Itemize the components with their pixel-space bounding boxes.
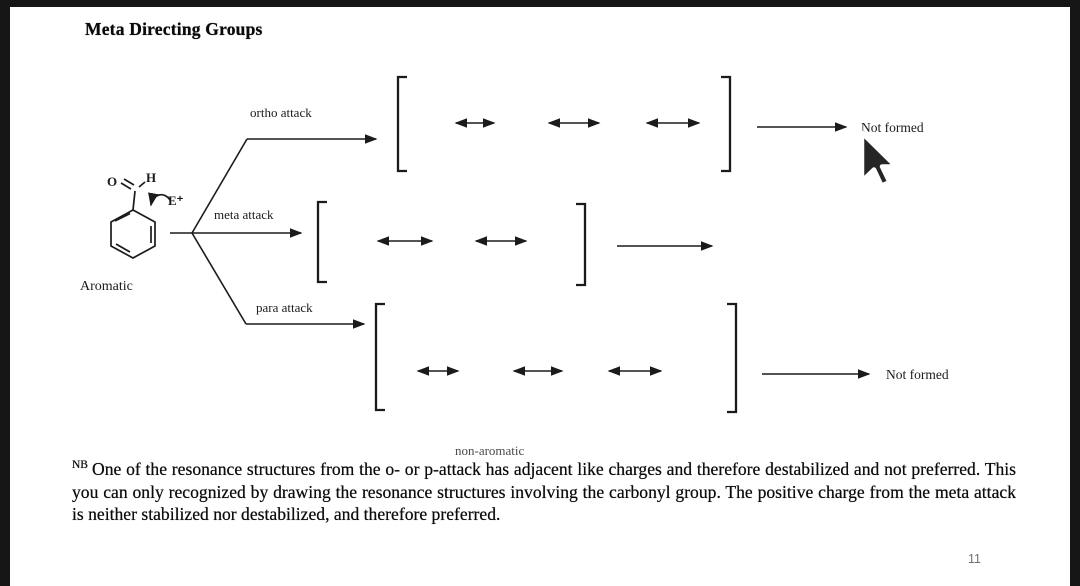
electrophile-curved-arrow: [148, 192, 171, 207]
ortho-left-bracket: [396, 75, 407, 173]
carbonyl-double-bond: [123, 178, 135, 186]
non-aromatic-label: non-aromatic: [455, 443, 525, 458]
oxygen-atom-label: O: [107, 174, 117, 189]
page-title: Meta Directing Groups: [85, 19, 263, 39]
hydrogen-atom-label: H: [146, 170, 156, 185]
mouse-cursor: [859, 130, 899, 188]
page-number: 11: [968, 552, 981, 566]
electrophile-label: E⁺: [168, 193, 184, 208]
ortho-branch-diagonal: [191, 138, 248, 234]
carbonyl-stem-bond: [132, 190, 136, 211]
product-arrows: [617, 122, 871, 379]
para-outcome-label: Not formed: [886, 367, 949, 382]
ortho-attack-label: ortho attack: [250, 105, 312, 120]
ortho-outcome-label: Not formed: [861, 120, 924, 135]
benzaldehyde-structure: [110, 178, 171, 259]
ring-double-bond: [114, 212, 131, 222]
carbonyl-double-bond: [120, 182, 132, 190]
resonance-brackets: [316, 75, 738, 414]
para-attack-label: para attack: [256, 300, 313, 315]
ortho-right-bracket: [721, 75, 732, 173]
cursor-arrow-icon: [859, 130, 899, 188]
para-left-bracket: [374, 302, 385, 412]
note-text: One of the resonance structures from the…: [72, 459, 1016, 525]
reaction-scheme: O H E⁺ Aromatic ortho attack meta attack…: [80, 75, 949, 458]
meta-left-bracket: [316, 200, 327, 284]
meta-attack-label: meta attack: [214, 207, 274, 222]
branch-lines: [170, 134, 378, 329]
para-branch-diagonal: [191, 232, 247, 325]
aromatic-caption: Aromatic: [80, 279, 133, 294]
ring-double-bond: [115, 243, 131, 253]
document-page: Meta Directing Groups O H E⁺ Aromatic: [10, 7, 1070, 586]
note-marker: NB: [72, 459, 88, 472]
meta-right-bracket: [576, 202, 587, 287]
ch-bond: [138, 181, 146, 188]
para-right-bracket: [727, 302, 738, 414]
benzene-ring: [110, 209, 156, 259]
